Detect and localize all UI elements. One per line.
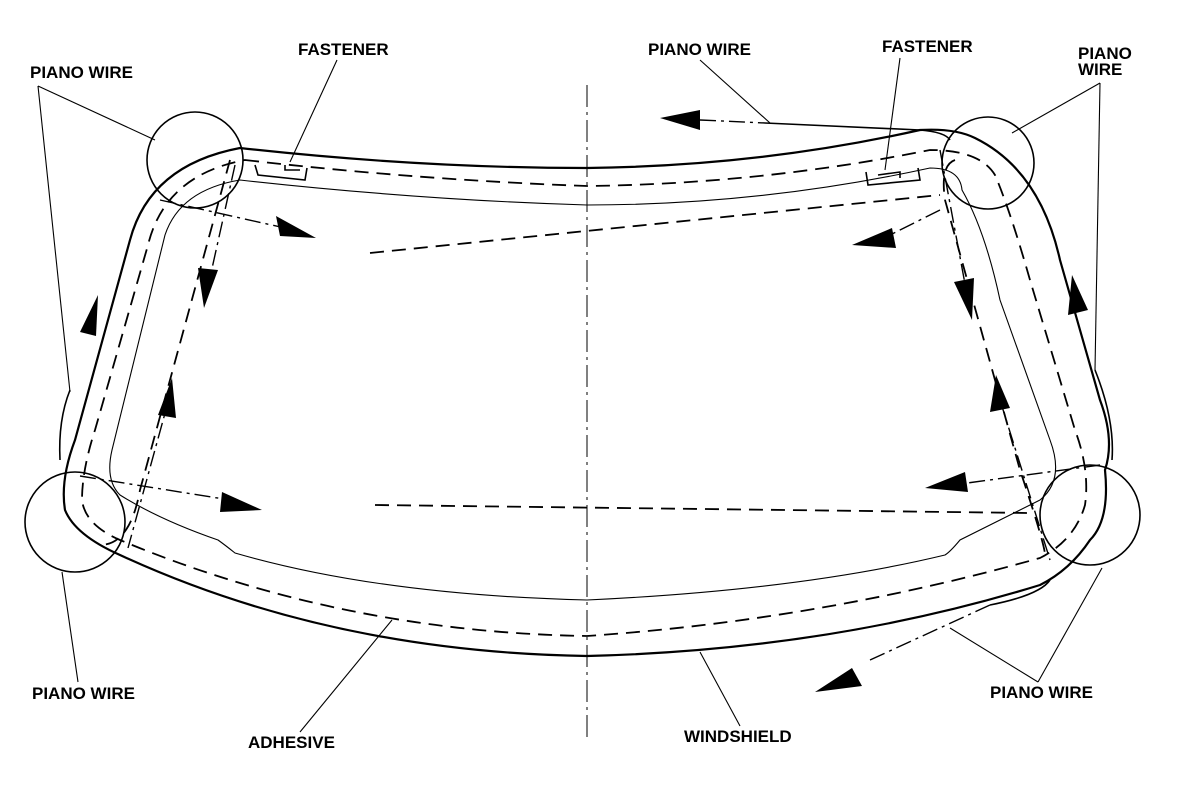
leader-fastener-left bbox=[289, 59, 338, 163]
label-piano-wire-top-center: PIANO WIRE bbox=[648, 40, 751, 59]
arrow-bottom-right-left bbox=[925, 472, 968, 492]
corner-circle-top-right bbox=[941, 116, 1035, 210]
label-windshield: WINDSHIELD bbox=[684, 727, 792, 746]
wire-path-bottom-right bbox=[959, 464, 1101, 485]
arrow-left-up-inner bbox=[158, 378, 176, 418]
leader-piano-wire-bottom-right-b bbox=[1037, 567, 1103, 683]
fastener-left-shape-inner bbox=[284, 165, 300, 171]
arrow-right-down bbox=[954, 278, 974, 320]
windshield-inner-edge bbox=[109, 167, 1057, 601]
leader-windshield bbox=[699, 651, 741, 727]
arrow-top-left-right bbox=[276, 216, 316, 238]
piano-wire-left-outer bbox=[58, 389, 71, 461]
label-piano-wire-top-left: PIANO WIRE bbox=[30, 63, 133, 82]
leader-piano-wire-top-left-a bbox=[37, 85, 156, 141]
leader-adhesive bbox=[299, 619, 393, 733]
leader-piano-wire-top-center bbox=[699, 59, 771, 124]
wire-path-left-vertical bbox=[204, 164, 236, 301]
corner-circle-bottom-left bbox=[24, 471, 126, 573]
corner-circle-bottom-right bbox=[1039, 464, 1141, 566]
wire-path-top-center bbox=[699, 119, 766, 124]
arrow-left-up-outer bbox=[80, 295, 98, 336]
inner-dashed-guide-right bbox=[942, 159, 1046, 556]
label-piano-wire-top-right-line2: WIRE bbox=[1078, 60, 1123, 79]
piano-wire-top-center-line bbox=[764, 122, 951, 141]
arrow-left-down bbox=[198, 268, 218, 308]
wire-path-left-lower bbox=[127, 394, 171, 549]
adhesive-bead bbox=[81, 149, 1088, 637]
piano-wire-bottom-right-outer bbox=[989, 579, 1051, 606]
wire-path-right-vertical bbox=[939, 149, 969, 301]
windshield-outer-edge bbox=[62, 128, 1111, 658]
label-fastener-right: FASTENER bbox=[882, 37, 973, 56]
wire-path-bottom-center bbox=[869, 604, 991, 661]
wire-path-bottom-left bbox=[79, 475, 231, 501]
fastener-left-shape bbox=[254, 164, 308, 181]
wire-path-top-left bbox=[159, 199, 286, 229]
inner-dashed-guide-top bbox=[369, 194, 941, 254]
inner-dashed-guide-left bbox=[99, 159, 231, 546]
arrow-right-up-outer bbox=[1068, 275, 1088, 315]
fastener-right-shape-inner bbox=[877, 171, 901, 178]
arrow-top-right-left bbox=[852, 228, 896, 248]
label-piano-wire-bottom-right: PIANO WIRE bbox=[990, 683, 1093, 702]
label-adhesive: ADHESIVE bbox=[248, 733, 335, 752]
leader-piano-wire-bottom-right-a bbox=[949, 627, 1039, 683]
fastener-right-shape bbox=[865, 167, 921, 186]
arrow-top-center-left bbox=[660, 110, 700, 130]
leader-piano-wire-top-right-b bbox=[1094, 82, 1101, 371]
arrow-right-up-inner bbox=[990, 375, 1010, 412]
inner-dashed-guide-bottom bbox=[374, 504, 1031, 514]
wire-path-right-lower bbox=[999, 399, 1051, 561]
wire-path-top-right bbox=[879, 209, 941, 241]
leader-piano-wire-top-right-a bbox=[1011, 82, 1101, 134]
piano-wire-right-outer bbox=[1094, 369, 1114, 461]
arrow-bottom-left-right bbox=[220, 492, 262, 512]
leader-piano-wire-top-left-b bbox=[37, 85, 71, 393]
arrow-bottom-center-left bbox=[815, 668, 862, 692]
label-piano-wire-bottom-left: PIANO WIRE bbox=[32, 684, 135, 703]
leader-piano-wire-bottom-left bbox=[61, 571, 79, 683]
label-piano-wire-top-right-line1: PIANO bbox=[1078, 44, 1132, 63]
label-fastener-left: FASTENER bbox=[298, 40, 389, 59]
leader-fastener-right bbox=[884, 57, 901, 171]
